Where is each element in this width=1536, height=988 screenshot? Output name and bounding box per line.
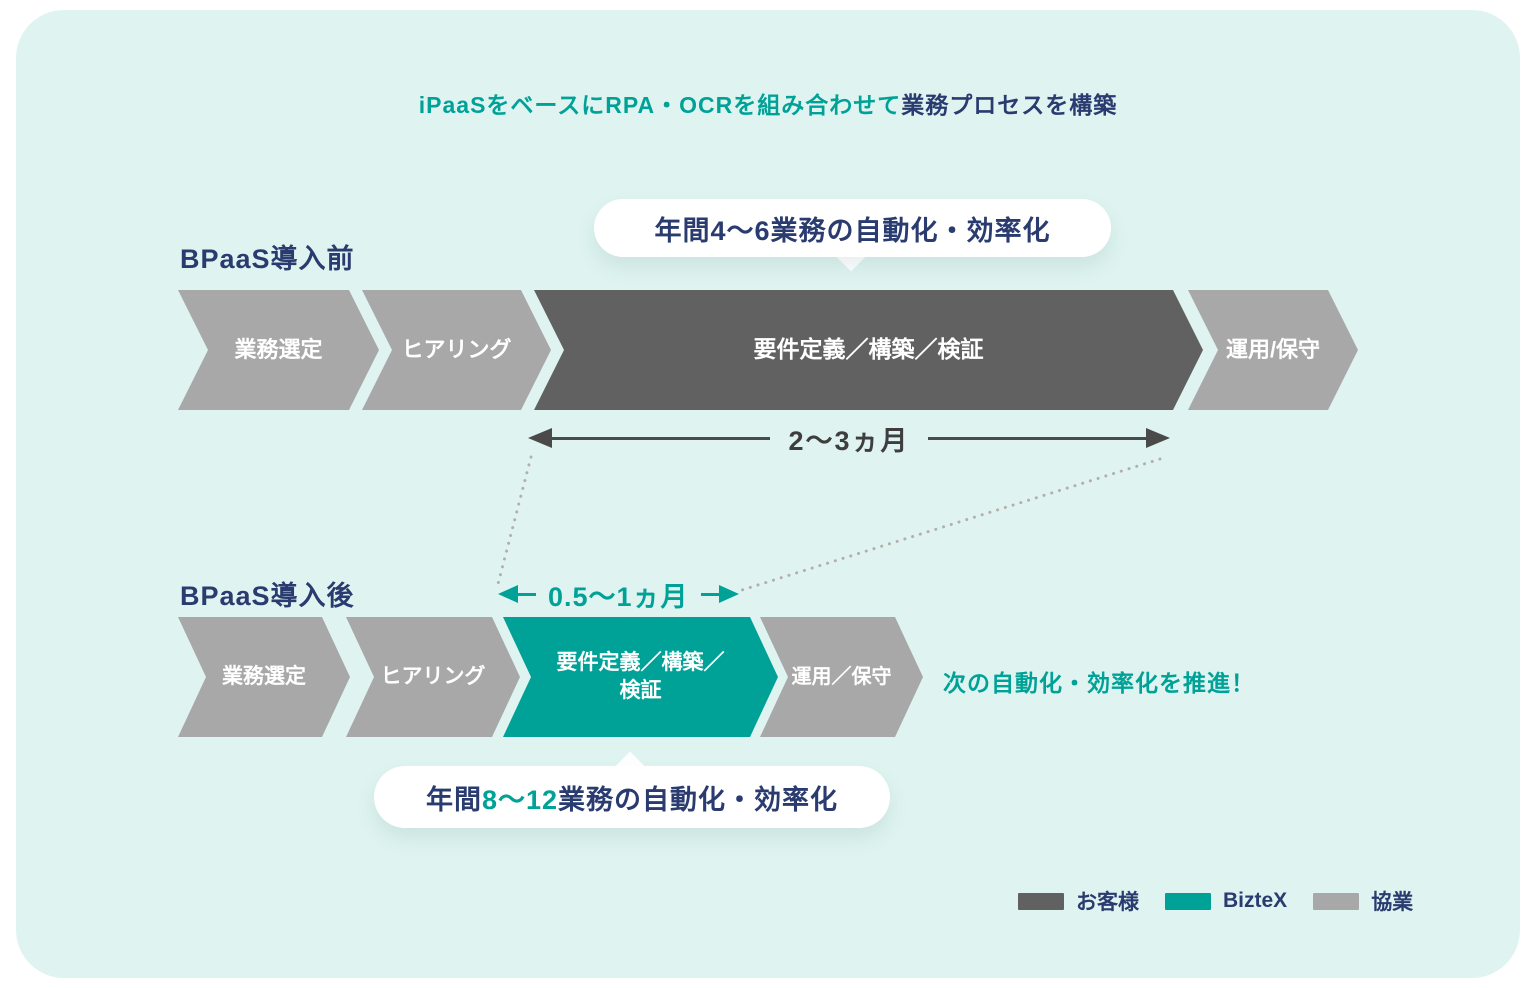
arrowhead-right-icon xyxy=(1146,428,1171,448)
legend-swatch-customer xyxy=(1018,892,1064,910)
arrowhead-right-icon xyxy=(718,585,739,603)
legend-item-partner: 協業 xyxy=(1313,886,1413,916)
step-label: ヒアリング xyxy=(401,337,512,363)
after-step-operation: 運用／保守 xyxy=(760,617,923,737)
legend-label: 協業 xyxy=(1371,891,1414,914)
legend-swatch-partner xyxy=(1313,892,1360,910)
title-highlight: iPaaSをベースにRPA・OCRを組み合わせて xyxy=(418,92,902,118)
after-step-hearing: ヒアリング xyxy=(346,617,520,737)
step-label: 業務選定 xyxy=(222,664,306,688)
step-label: ヒアリング xyxy=(380,664,486,688)
step-label: 要件定義／構築／検証 xyxy=(753,336,984,363)
step-label: 運用／保守 xyxy=(791,665,892,688)
before-step-build: 要件定義／構築／検証 xyxy=(534,290,1203,410)
legend-swatch-biztex xyxy=(1165,892,1211,910)
before-duration-arrow: 2〜3ヵ月 xyxy=(528,421,1171,456)
before-step-operation: 運用/保守 xyxy=(1188,290,1358,410)
legend-item-customer: お客様 xyxy=(1018,886,1139,916)
after-benefit-highlight: 8〜12 xyxy=(481,784,559,815)
arrow-line xyxy=(518,592,536,596)
after-note: 次の自動化・効率化を推進！ xyxy=(943,670,1255,696)
after-section-label: BPaaS導入後 xyxy=(180,581,355,611)
arrowhead-left-icon xyxy=(498,585,518,603)
legend-label: BizteX xyxy=(1223,889,1288,912)
before-benefit-bubble: 年間4〜6業務の自動化・効率化 xyxy=(594,199,1111,257)
after-benefit-suffix: 業務の自動化・効率化 xyxy=(558,784,839,815)
diagram-title: iPaaSをベースにRPA・OCRを組み合わせて業務プロセスを構築 xyxy=(0,86,1536,120)
step-label: 運用/保守 xyxy=(1225,337,1321,363)
before-section-label: BPaaS導入前 xyxy=(180,244,355,274)
after-step-selection: 業務選定 xyxy=(178,617,350,737)
arrow-line xyxy=(700,592,719,596)
before-step-selection: 業務選定 xyxy=(178,290,379,410)
after-duration-label: 0.5〜1ヵ月 xyxy=(548,581,689,612)
arrowhead-left-icon xyxy=(528,428,552,448)
legend: お客様 BizteX 協業 xyxy=(1018,886,1413,916)
step-label: 業務選定 xyxy=(234,337,323,363)
before-step-hearing: ヒアリング xyxy=(362,290,551,410)
after-step-build: 要件定義／構築／ 検証 xyxy=(503,617,778,737)
before-benefit-text: 年間4〜6業務の自動化・効率化 xyxy=(654,215,1051,246)
after-benefit-prefix: 年間 xyxy=(425,784,482,815)
step-label: 要件定義／構築／ 検証 xyxy=(556,650,725,702)
arrow-line xyxy=(552,436,771,440)
legend-label: お客様 xyxy=(1076,891,1139,914)
after-duration-arrow: 0.5〜1ヵ月 xyxy=(498,577,740,612)
before-duration-label: 2〜3ヵ月 xyxy=(788,425,910,456)
title-rest: 業務プロセスを構築 xyxy=(901,92,1118,118)
legend-item-biztex: BizteX xyxy=(1165,889,1287,913)
arrow-line xyxy=(927,436,1147,440)
